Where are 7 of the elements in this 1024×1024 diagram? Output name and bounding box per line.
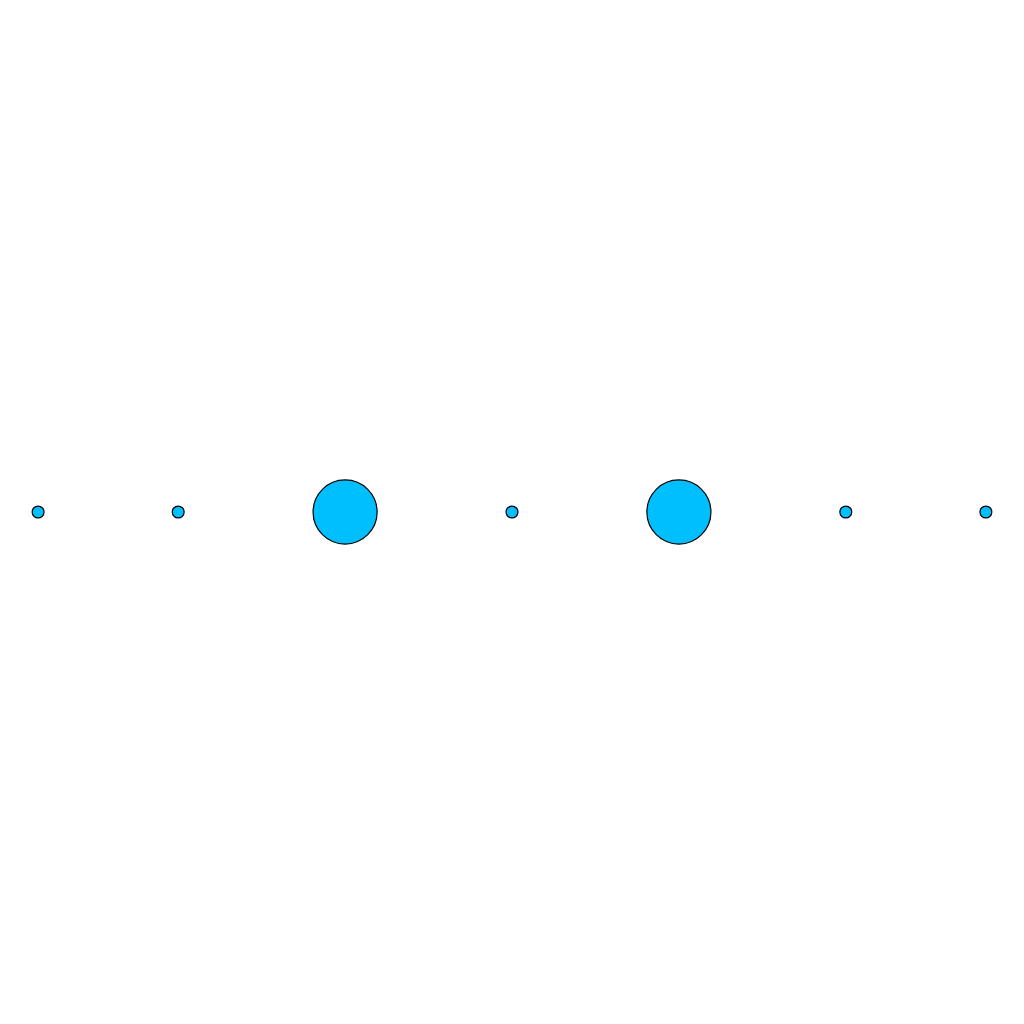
node-circle bbox=[839, 505, 853, 519]
node-circle bbox=[312, 479, 378, 545]
node-circle bbox=[505, 505, 519, 519]
node-circle bbox=[171, 505, 185, 519]
node-circle bbox=[31, 505, 45, 519]
node-circle bbox=[646, 479, 712, 545]
node-circle bbox=[979, 505, 993, 519]
